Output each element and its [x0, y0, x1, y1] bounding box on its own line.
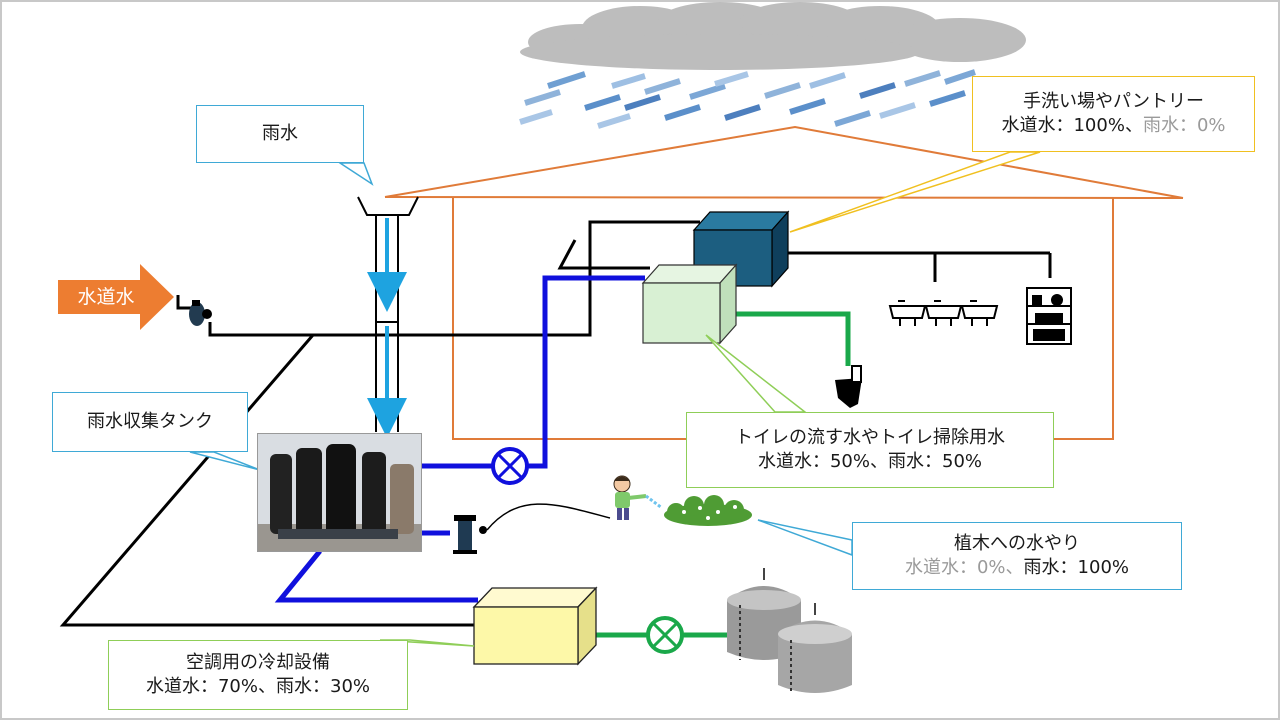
- tap-water-arrow-icon: [58, 264, 174, 330]
- cooling-callout: 空調用の冷却設備 水道水：70%、雨水：30%: [108, 640, 408, 710]
- cloud-icon: [520, 2, 1026, 70]
- rain-icon: [519, 69, 976, 129]
- plants-tap-ratio: 水道水：0%、: [904, 557, 1024, 578]
- plants-title: 植木への水やり: [954, 533, 1080, 554]
- rain-tank-callout: 雨水収集タンク: [52, 392, 248, 452]
- toilet-icon: [835, 365, 862, 408]
- rain-tank-label: 雨水収集タンク: [87, 411, 213, 432]
- plants-callout: 植木への水やり 水道水：0%、雨水：100%: [852, 522, 1182, 590]
- callout-leaders: [189, 151, 1041, 647]
- sink-icon: [960, 300, 999, 326]
- rainwater-label: 雨水: [262, 123, 298, 144]
- handwash-tap-ratio: 水道水：100%、: [1001, 115, 1143, 136]
- toilet-callout: トイレの流す水やトイレ掃除用水 水道水：50%、雨水：50%: [686, 412, 1054, 488]
- meter-icon: [189, 300, 212, 326]
- sink-icon: [924, 300, 963, 326]
- storage-tank-icon: [778, 603, 852, 694]
- plants-ratio: 水道水：0%、雨水：100%: [905, 556, 1129, 580]
- cooling-unit-icon: [472, 586, 598, 666]
- handwash-ratio: 水道水：100%、雨水：0%: [1001, 114, 1225, 138]
- shrub-icon: [664, 495, 752, 526]
- upper-tank-icon: [692, 210, 790, 288]
- shelf-icon: [1026, 287, 1072, 345]
- pump-icon: [453, 503, 611, 554]
- gardener-icon: [613, 475, 663, 520]
- handwash-callout: 手洗い場やパントリー 水道水：100%、雨水：0%: [972, 76, 1255, 152]
- toilet-tank-icon: [641, 263, 738, 345]
- valve-icon: [646, 616, 684, 654]
- cooling-title: 空調用の冷却設備: [186, 652, 330, 673]
- sink-icon: [888, 300, 927, 326]
- toilet-ratio: 水道水：50%、雨水：50%: [757, 451, 982, 472]
- rainwater-callout: 雨水: [196, 105, 364, 163]
- plants-rain-ratio: 雨水：100%: [1023, 557, 1130, 578]
- cooling-ratio: 水道水：70%、雨水：30%: [145, 676, 370, 697]
- valve-icon: [491, 447, 529, 485]
- rain-water-pipes: [274, 275, 645, 603]
- rain-downpipe: [357, 196, 419, 438]
- handwash-title: 手洗い場やパントリー: [1023, 91, 1204, 112]
- rain-tank-photo: [257, 433, 422, 552]
- house-outline: [384, 125, 1184, 440]
- handwash-rain-ratio: 雨水：0%: [1142, 115, 1226, 136]
- toilet-title: トイレの流す水やトイレ掃除用水: [735, 427, 1005, 448]
- tap-water-label: 水道水: [77, 286, 135, 308]
